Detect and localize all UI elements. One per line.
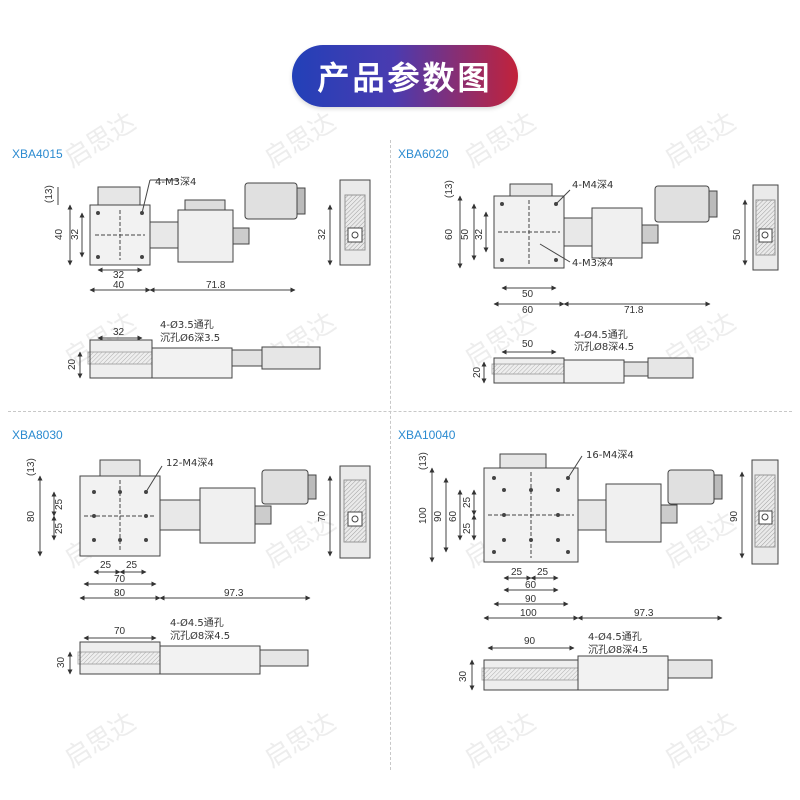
panel-xba8030 [37,459,371,675]
hole-note: 4-Ø4.5通孔 [588,631,642,643]
dim-label: 100 [418,507,429,524]
dim-label: 25 [462,522,473,534]
dim-label: 97.3 [634,608,654,619]
dim-label: 25 [54,522,65,534]
hole-note: 沉孔Ø6深3.5 [160,331,220,344]
dim-label: 32 [70,228,81,240]
panel-xba6020 [457,183,779,384]
dim-label: 70 [114,626,126,637]
dim-label: 25 [537,567,549,578]
dim-label: 25 [126,560,138,571]
dim-label: 40 [113,280,125,291]
dim-label: 50 [732,228,743,240]
dim-label: 71.8 [624,305,644,316]
model-label-xba10040: XBA10040 [398,428,456,442]
hole-note: 16-M4深4 [586,449,634,461]
hole-note: 沉孔Ø8深4.5 [588,643,648,656]
dim-label: 25 [100,560,112,571]
dim-label: 90 [433,510,444,522]
dim-label: 25 [511,567,523,578]
dim-label: 60 [525,580,537,591]
connector-plug [244,182,298,220]
hole-note: 4-Ø3.5通孔 [160,319,214,331]
hole-note: 4-M3深4 [155,176,196,188]
panel-xba10040 [429,453,779,691]
model-label-xba6020: XBA6020 [398,147,449,161]
motor-body [199,487,256,544]
vertical-divider [390,140,391,770]
dim-label: 80 [26,510,37,522]
stage-knob-housing [97,186,141,206]
motor-body [591,207,643,259]
hole-note: 4-M4深4 [572,179,613,191]
dim-label: 80 [114,588,126,599]
hole-note: 4-M3深4 [572,257,613,269]
model-label-xba8030: XBA8030 [12,428,63,442]
dim-label: 30 [56,656,67,668]
dim-label: 60 [444,228,455,240]
dim-label: 20 [67,358,78,370]
dim-label: 25 [54,498,65,510]
hole-note: 4-Ø4.5通孔 [574,329,628,341]
dim-label: 90 [729,510,740,522]
connector-plug [654,185,710,223]
connector-plug [261,469,309,505]
dim-label: 71.8 [206,280,226,291]
hole-note: 4-Ø4.5通孔 [170,617,224,629]
dim-label: 32 [474,228,485,240]
dim-label: (13) [418,452,429,470]
dim-label: 90 [525,594,537,605]
hole-note: 沉孔Ø8深4.5 [170,629,230,642]
dim-label: 70 [317,510,328,522]
dim-label: (13) [444,180,455,198]
connector-plug [667,469,715,505]
page-title: 产品参数图 [317,59,493,97]
dim-label: (13) [44,185,55,203]
horizontal-divider [8,411,792,412]
panel-xba4015 [57,179,371,379]
dim-label: 70 [114,574,126,585]
dim-label: 50 [522,339,534,350]
hole-note: 12-M4深4 [166,457,214,469]
title-banner: 产品参数图 [292,45,518,107]
dim-label: 20 [472,366,483,378]
dim-label: 97.3 [224,588,244,599]
dim-label: 100 [520,608,537,619]
dim-label: 32 [113,270,125,281]
dim-label: (13) [26,458,37,476]
dim-label: 25 [462,496,473,508]
dim-label: 40 [54,228,65,240]
dim-label: 60 [522,305,534,316]
dim-label: 50 [522,289,534,300]
dim-label: 32 [113,327,125,338]
dim-label: 60 [448,510,459,522]
motor-body [605,483,662,543]
model-label-xba4015: XBA4015 [12,147,63,161]
dim-label: 90 [524,636,536,647]
dim-label: 50 [460,228,471,240]
hole-note: 沉孔Ø8深4.5 [574,340,634,353]
dim-label: 30 [458,670,469,682]
dim-label: 32 [317,228,328,240]
motor-body [177,209,234,263]
